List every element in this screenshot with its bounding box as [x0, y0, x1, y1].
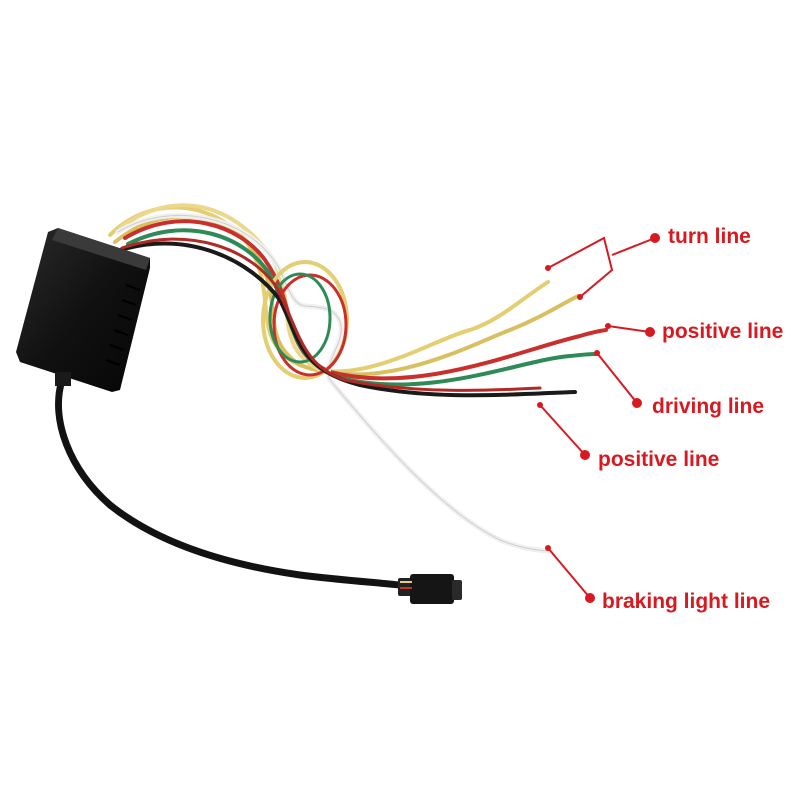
white-wire-outline — [117, 214, 549, 552]
red-wire-top — [123, 219, 608, 381]
leader-braking — [547, 547, 591, 599]
box-ribs — [105, 284, 141, 366]
red-wire-bottom — [120, 237, 542, 392]
leader-turn-text — [611, 237, 656, 256]
green-wire — [126, 228, 597, 387]
black-cable — [55, 376, 404, 589]
wire-tips — [537, 265, 611, 551]
green-loop — [268, 272, 332, 364]
label-positive-line-top: positive line — [662, 320, 784, 343]
leader-turn — [547, 236, 614, 298]
connector-plug — [398, 574, 462, 604]
leader-positive-bottom — [539, 404, 586, 456]
label-turn-line: turn line — [668, 225, 751, 248]
leader-driving — [596, 352, 638, 404]
label-braking-light-line: braking light line — [602, 590, 771, 613]
wire-bundle — [55, 203, 608, 589]
annotation-leaders — [539, 233, 660, 603]
label-positive-line-bottom: positive line — [598, 448, 720, 471]
black-wire — [118, 241, 577, 398]
control-module-box — [16, 228, 150, 392]
leader-positive-top — [607, 325, 651, 333]
label-driving-line: driving line — [652, 395, 765, 418]
